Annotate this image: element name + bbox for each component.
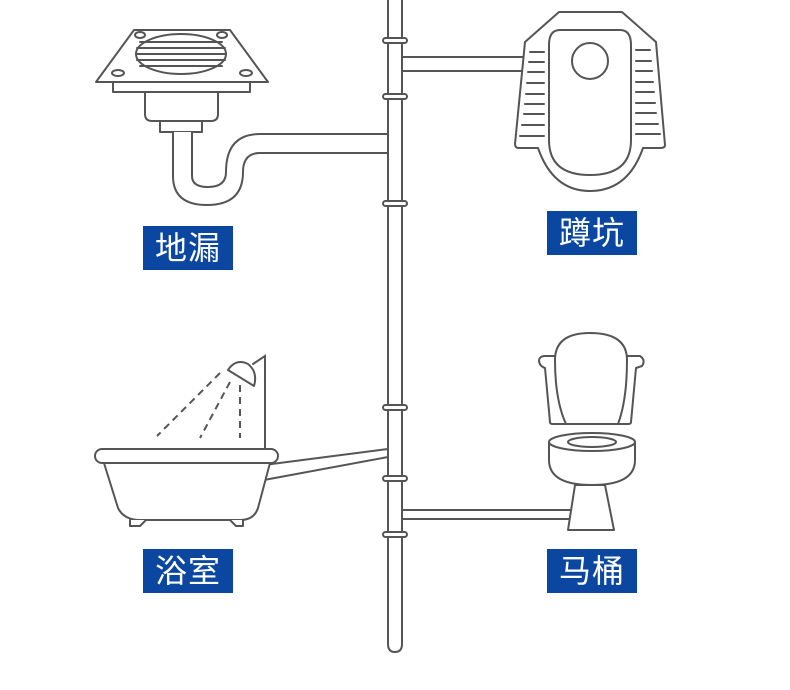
label-floor-drain: 地漏 bbox=[143, 226, 233, 270]
label-squat-toilet: 蹲坑 bbox=[547, 211, 637, 255]
squat-toilet-illustration bbox=[401, 11, 666, 192]
pipe-clamp bbox=[382, 200, 408, 207]
pipe-clamp bbox=[382, 93, 408, 100]
pipe-clamp bbox=[382, 531, 408, 538]
toilet-illustration bbox=[401, 332, 645, 531]
label-toilet: 马桶 bbox=[547, 549, 637, 593]
pipe-clamp bbox=[382, 475, 408, 482]
floor-drain-illustration bbox=[95, 29, 389, 206]
label-bathroom: 浴室 bbox=[143, 549, 233, 593]
pipe-clamp bbox=[382, 37, 408, 44]
bathtub-illustration bbox=[94, 354, 389, 527]
pipe-clamp bbox=[382, 404, 408, 411]
vertical-drain-pipe bbox=[382, 0, 408, 653]
